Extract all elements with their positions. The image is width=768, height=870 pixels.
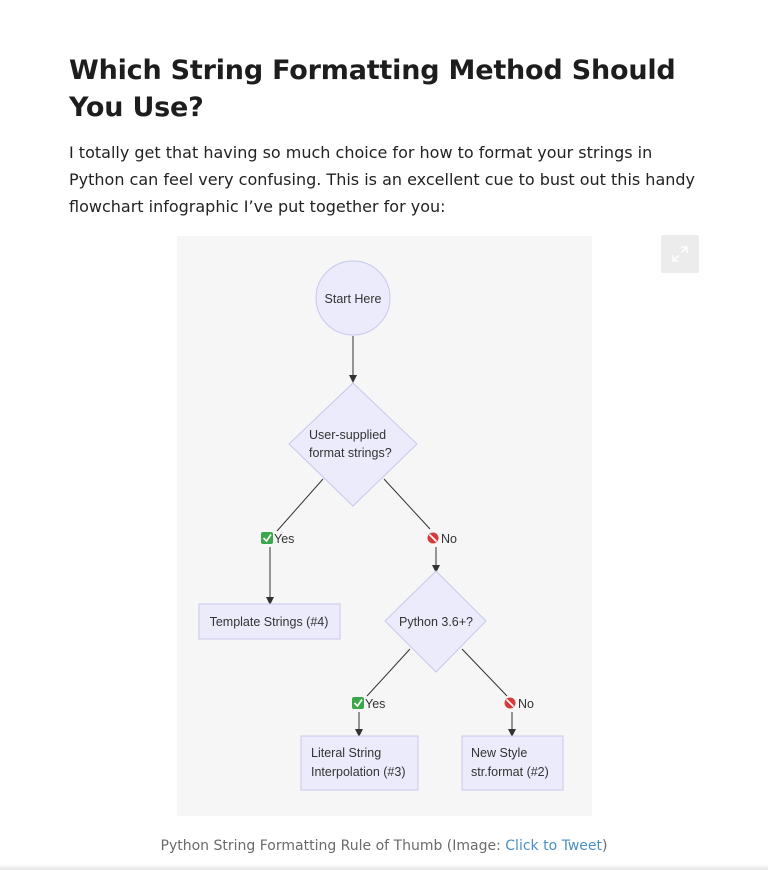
decision-python-version-label: Python 3.6+? [399, 615, 473, 629]
bottom-shadow [0, 864, 768, 870]
decision-user-supplied-line1: User-supplied [309, 428, 386, 442]
yes-label-1: Yes [274, 532, 294, 546]
decision-user-supplied-line2: format strings? [309, 446, 392, 460]
click-to-tweet-link[interactable]: Click to Tweet [505, 838, 602, 854]
literal-string-node [300, 735, 419, 791]
check-mark-icon [352, 697, 364, 709]
start-label: Start Here [325, 292, 382, 306]
new-style-line1: New Style [471, 746, 527, 760]
edge-q2-yes [366, 648, 411, 697]
check-mark-icon [261, 532, 273, 544]
yes-label-2: Yes [365, 697, 385, 711]
new-style-line2: str.format (#2) [471, 765, 549, 779]
literal-string-line2: Interpolation (#3) [311, 765, 406, 779]
template-strings-node [198, 603, 341, 640]
edge-q1-yes [276, 478, 324, 532]
decision-python-version [384, 570, 487, 673]
flowchart-figure[interactable]: Start Here User-supplied format strings?… [177, 236, 592, 816]
figure-caption: Python String Formatting Rule of Thumb (… [0, 836, 768, 856]
article-heading: Which String Formatting Method Should Yo… [69, 55, 676, 123]
literal-string-line1: Literal String [311, 746, 381, 760]
no-label-2: No [518, 697, 534, 711]
decision-user-supplied [288, 382, 418, 507]
no-label-1: No [441, 532, 457, 546]
caption-text: Python String Formatting Rule of Thumb (… [160, 838, 506, 854]
no-entry-icon [504, 697, 516, 709]
expand-image-button[interactable] [661, 235, 699, 273]
caption-close: ) [602, 838, 608, 854]
article-intro: I totally get that having so much choice… [69, 143, 696, 216]
new-style-node [461, 735, 564, 791]
template-strings-label: Template Strings (#4) [210, 615, 329, 629]
no-entry-icon [427, 532, 439, 544]
expand-icon [672, 246, 688, 262]
edge-q2-no [461, 648, 508, 697]
edge-q1-no [383, 478, 431, 530]
start-node [315, 260, 391, 336]
flowchart-diagram: Start Here User-supplied format strings?… [198, 260, 564, 791]
